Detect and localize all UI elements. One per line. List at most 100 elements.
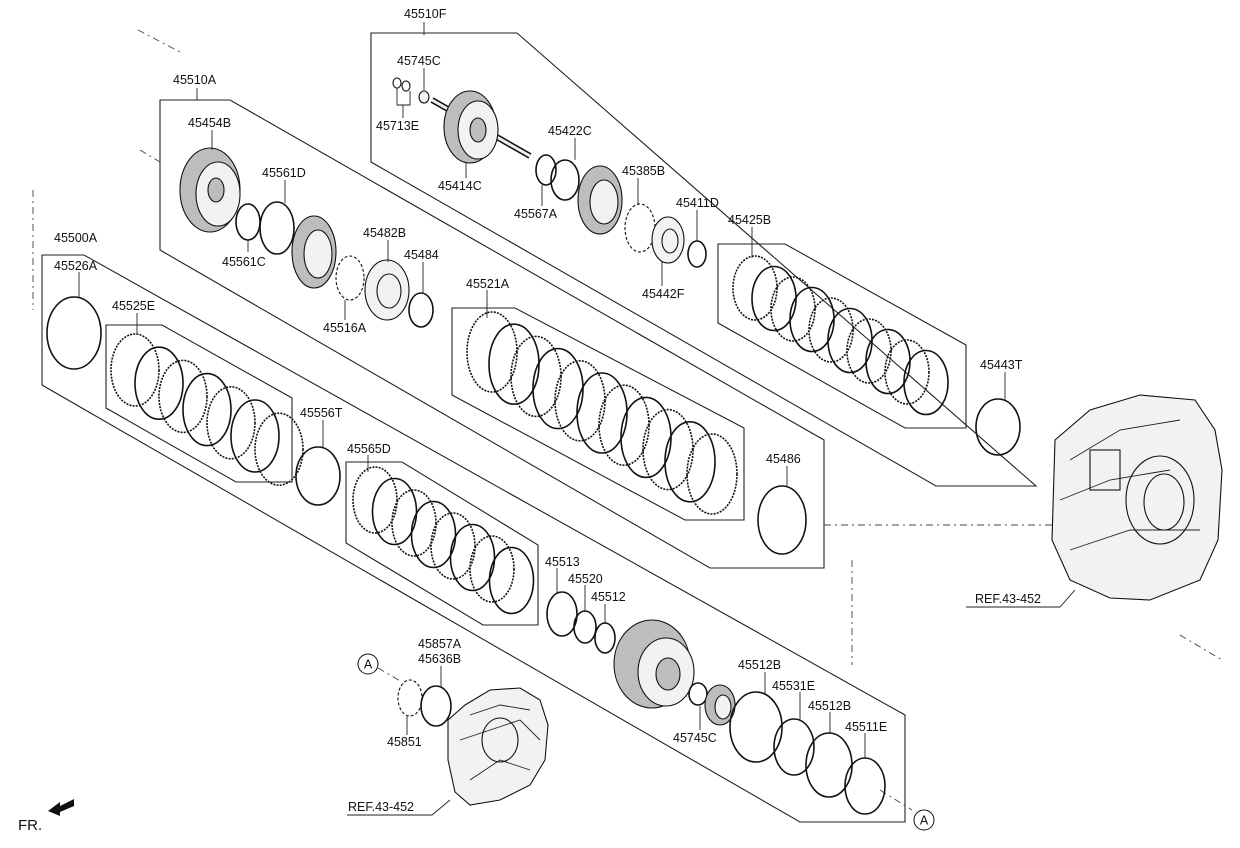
clutch-45525E-plate <box>206 385 256 460</box>
callout-45411D: 45411D <box>676 196 719 210</box>
callout-45531E: 45531E <box>772 679 815 693</box>
callout-45512: 45512 <box>591 590 626 604</box>
clutch-45565D-plate <box>488 546 535 615</box>
callout-45561C: 45561C <box>222 255 266 269</box>
callout-45636B: 45636B <box>418 652 461 666</box>
callout-45851: 45851 <box>387 735 422 749</box>
reference-right: REF.43-452 <box>975 592 1041 606</box>
callout-labels: 45510F 45745C 45713E 45414C 45422C 45567… <box>54 7 1041 814</box>
svg-text:A: A <box>364 658 373 672</box>
front-arrow-icon <box>48 799 74 816</box>
clutch-45525E-plate <box>110 333 160 407</box>
piston-45385B-hub <box>577 165 623 235</box>
subgroup-box-45565D <box>345 461 539 626</box>
clutch-pack-45425B <box>732 255 949 416</box>
transmission-case-bottom <box>447 687 549 806</box>
clutch-45521A-plate <box>686 433 738 515</box>
marker-a-right: A <box>913 809 935 831</box>
ring-45422C <box>550 159 580 201</box>
snap-ring-45443T <box>975 398 1021 456</box>
clutch-45565D-plate <box>469 535 515 603</box>
snap-ring-45486 <box>757 485 807 555</box>
snap-ring-45526A <box>46 296 102 370</box>
clutch-pack-45521A <box>466 311 738 515</box>
assembly-box-45500A <box>41 254 906 823</box>
callout-45512B-1: 45512B <box>738 658 781 672</box>
clutch-45565D-plate <box>449 523 496 592</box>
callout-45510A: 45510A <box>173 73 217 87</box>
clutch-45525E-plate <box>230 399 280 473</box>
bearing-45745C-bottom <box>688 682 708 706</box>
clutch-45425B-plate <box>884 339 930 405</box>
clutch-45425B-plate <box>903 349 949 416</box>
callout-45414C: 45414C <box>438 179 482 193</box>
clutch-45565D-plate <box>371 477 418 546</box>
spring-45385B <box>624 203 656 253</box>
plate-45442F <box>651 216 685 264</box>
piston-45510A <box>291 215 337 289</box>
bearing-45851 <box>397 679 423 717</box>
callout-45454B: 45454B <box>188 116 231 130</box>
spring-45516A <box>335 255 365 301</box>
marker-a-left: A <box>357 653 379 675</box>
o-ring-45713E-a <box>392 77 402 89</box>
subgroup-box-45425B <box>717 243 967 429</box>
ring-45520 <box>573 610 597 644</box>
callout-45745C-bottom: 45745C <box>673 731 717 745</box>
callout-45565D: 45565D <box>347 442 391 456</box>
clutch-45525E-plate <box>182 372 232 447</box>
subgroup-box-45525E <box>105 324 293 483</box>
callout-45745C-top: 45745C <box>397 54 441 68</box>
clutch-45521A-plate <box>532 347 584 430</box>
clutch-45565D-plate <box>430 512 476 580</box>
callout-45425B: 45425B <box>728 213 771 227</box>
svg-text:A: A <box>920 814 929 828</box>
callout-45500A: 45500A <box>54 231 98 245</box>
ring-45567A <box>535 154 557 186</box>
ring-45513 <box>546 591 578 637</box>
clutch-45565D-plate <box>410 500 457 569</box>
transmission-case-right <box>1051 394 1223 601</box>
reference-bottom: REF.43-452 <box>348 800 414 814</box>
callout-45857A: 45857A <box>418 637 462 651</box>
front-orientation-indicator: FR. <box>18 799 74 834</box>
o-ring-45713E-b <box>401 80 411 92</box>
assembly-box-45510A <box>159 99 825 569</box>
ring-45512B-1 <box>729 691 783 763</box>
shaft-gear-45414C <box>430 90 532 164</box>
ring-45561D <box>259 201 295 255</box>
callout-45442F: 45442F <box>642 287 685 301</box>
subgroup-box-45521A <box>451 307 745 521</box>
callout-45486: 45486 <box>766 452 801 466</box>
centerline-top <box>137 29 181 53</box>
callout-45512B-2: 45512B <box>808 699 851 713</box>
callout-45513: 45513 <box>545 555 580 569</box>
callout-45385B: 45385B <box>622 164 665 178</box>
callout-45422C: 45422C <box>548 124 592 138</box>
ring-45512 <box>594 622 616 654</box>
clutch-pack-45565D <box>352 466 535 615</box>
clutch-45521A-plate <box>576 372 628 454</box>
callout-45561D: 45561D <box>262 166 306 180</box>
ring-45857A-45636B <box>420 685 452 727</box>
clutch-45521A-plate <box>664 420 716 503</box>
callout-45482B: 45482B <box>363 226 406 240</box>
centerline-case <box>1179 634 1223 661</box>
plate-45482B <box>364 259 410 321</box>
svg-text:FR.: FR. <box>18 817 42 834</box>
callout-45516A: 45516A <box>323 321 367 335</box>
callout-45713E: 45713E <box>376 119 419 133</box>
leader-lines <box>78 22 1076 816</box>
callout-45484: 45484 <box>404 248 439 262</box>
drum-45454B <box>179 147 241 233</box>
hub-45500A <box>613 619 695 709</box>
callout-45443T: 45443T <box>980 358 1023 372</box>
ring-45531E <box>773 718 815 776</box>
clutch-45521A-plate <box>620 396 672 479</box>
callout-45567A: 45567A <box>514 207 558 221</box>
clutch-45565D-plate <box>352 466 398 534</box>
callout-45511E: 45511E <box>845 720 887 734</box>
clutch-pack-45525E <box>110 333 304 487</box>
centerline-bottom <box>879 789 913 811</box>
